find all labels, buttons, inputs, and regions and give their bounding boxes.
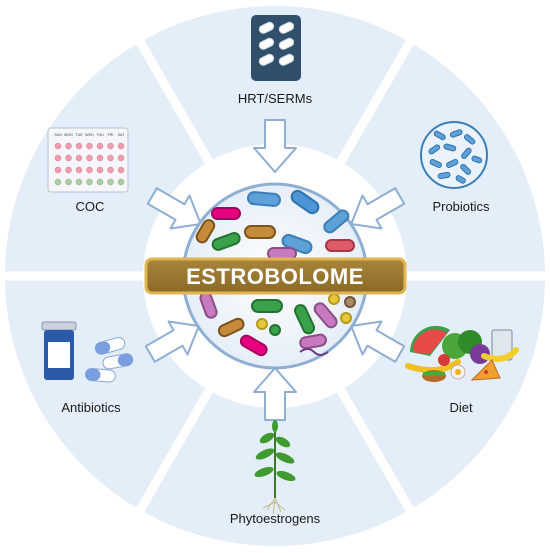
arrow-diet xyxy=(350,320,406,363)
bacterium xyxy=(299,348,329,356)
segment-label-antibiotics: Antibiotics xyxy=(61,400,121,415)
calendar-pill-dot xyxy=(96,166,104,174)
bacterium xyxy=(251,299,283,313)
arrow-antibiotics xyxy=(144,320,200,363)
calendar-pill-dot xyxy=(54,142,62,150)
bacterium xyxy=(211,207,241,220)
calendar-day-label: SUN xyxy=(54,133,62,137)
bacterium xyxy=(340,312,352,324)
calendar-pill-dot xyxy=(107,142,114,150)
calendar-pill-dot xyxy=(86,166,93,174)
influence-arrows xyxy=(144,119,406,421)
arrow-phyto xyxy=(253,367,297,421)
calendar-pill-dot xyxy=(65,154,72,162)
calendar-pill-dot xyxy=(117,178,125,186)
bacterium xyxy=(325,239,355,252)
bacterium xyxy=(267,247,297,260)
arrow-hrt xyxy=(253,119,297,173)
calendar-pill-dot xyxy=(96,142,104,150)
calendar-pill-dot xyxy=(86,142,93,150)
pill-blister-pack-icon xyxy=(251,15,301,81)
calendar-pill-dot xyxy=(54,166,62,174)
food-assortment-icon xyxy=(405,325,519,382)
probiotic-bacteria-dish-icon xyxy=(420,121,488,189)
segment-label-diet: Diet xyxy=(449,400,473,415)
bacterium xyxy=(211,232,241,251)
arrow-probiotics xyxy=(350,187,406,230)
bacterium xyxy=(313,302,338,329)
segment-label-phyto: Phytoestrogens xyxy=(230,511,321,526)
calendar-day-label: THU xyxy=(96,133,104,137)
bacteria-cluster xyxy=(195,189,356,357)
center-label: ESTROBOLOME xyxy=(186,264,364,289)
calendar-pill-dot xyxy=(117,166,125,174)
calendar-pill-dot xyxy=(96,178,104,186)
calendar-pill-dot xyxy=(75,166,83,174)
bacterium xyxy=(294,304,316,335)
segment-label-probiotics: Probiotics xyxy=(432,199,490,214)
calendar-pill-dot xyxy=(65,142,72,150)
calendar-pill-dot xyxy=(107,166,114,174)
bacterium xyxy=(244,225,276,239)
bacterium xyxy=(256,318,268,330)
calendar-pill-dot xyxy=(54,154,62,162)
calendar-pill-dot xyxy=(86,154,93,162)
bacterium xyxy=(269,324,281,336)
calendar-day-label: MON xyxy=(64,133,73,137)
calendar-pill-dot xyxy=(86,178,93,186)
bacterium xyxy=(290,189,320,215)
bacterium xyxy=(195,219,216,244)
plant-sprout-icon xyxy=(254,420,296,515)
segment-label-coc: COC xyxy=(76,199,105,214)
calendar-pill-dot xyxy=(54,178,62,186)
calendar-day-label: SAT xyxy=(118,133,126,137)
calendar-pill-dot xyxy=(65,178,72,186)
calendar-day-label: FRI xyxy=(108,133,114,137)
bacterium xyxy=(323,209,350,234)
arrow-coc xyxy=(146,187,202,230)
bacterium xyxy=(328,293,340,305)
segment-label-hrt: HRT/SERMs xyxy=(238,91,313,106)
calendar-pill-dot xyxy=(107,178,114,186)
calendar-pill-dot xyxy=(75,154,83,162)
antibiotic-capsules-icon xyxy=(41,321,134,383)
calendar-pill-dot xyxy=(75,178,83,186)
calendar-pill-dot xyxy=(107,154,114,162)
calendar-day-label: TUE xyxy=(75,133,83,137)
calendar-pill-dots xyxy=(54,142,125,186)
bacterium xyxy=(344,296,356,308)
calendar-day-label: WED xyxy=(85,133,94,137)
bacterium xyxy=(247,191,281,207)
calendar-pill-dot xyxy=(65,166,72,174)
calendar-pill-dot xyxy=(96,154,104,162)
bacterium xyxy=(217,317,245,338)
bacterium xyxy=(239,334,268,357)
estrobolome-banner: ESTROBOLOME xyxy=(144,257,407,295)
calendar-pill-dot xyxy=(117,142,125,150)
calendar-pill-dot xyxy=(75,142,83,150)
bacterium xyxy=(299,333,327,350)
calendar-pill-dot xyxy=(117,154,125,162)
